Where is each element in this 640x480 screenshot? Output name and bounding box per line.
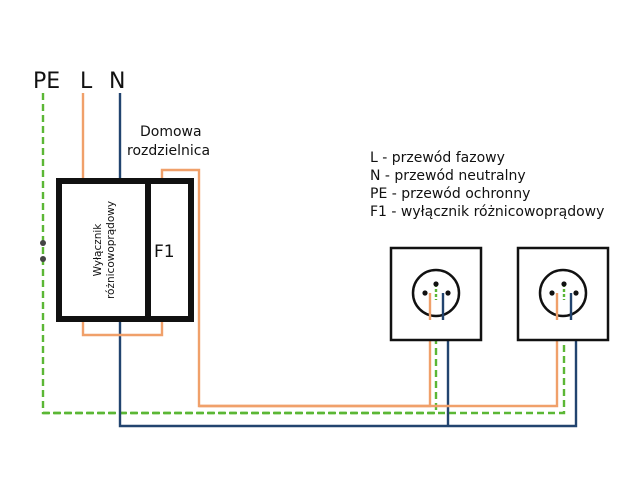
pe-switch-contact	[40, 240, 46, 262]
legend-item-phase: L - przewód fazowy	[370, 150, 505, 166]
socket-right-outlet	[538, 268, 588, 318]
rcd-box	[56, 178, 194, 322]
board-label-line2: rozdzielnica	[127, 143, 210, 159]
legend-item-neutral: N - przewód neutralny	[370, 168, 526, 184]
terminal-n-label: N	[109, 69, 125, 94]
terminal-l-label: L	[80, 69, 93, 94]
f1-label: F1	[154, 242, 175, 262]
socket-right-contacts	[549, 281, 579, 320]
legend-item-rcd: F1 - wyłącznik różnicowoprądowy	[370, 204, 604, 220]
board-label-line1: Domowa	[140, 124, 202, 140]
legend-item-protective: PE - przewód ochronny	[370, 186, 530, 202]
rcd-label: Wyłącznik różnicowoprądowy	[92, 201, 117, 299]
socket-left-outlet	[411, 268, 461, 318]
rcd-label-line2: różnicowoprądowy	[105, 201, 117, 299]
terminal-pe-label: PE	[33, 69, 60, 94]
socket-left-contacts	[422, 281, 451, 320]
rcd-label-line1: Wyłącznik	[92, 223, 104, 277]
legend: L - przewód fazowy N - przewód neutralny…	[370, 150, 604, 220]
